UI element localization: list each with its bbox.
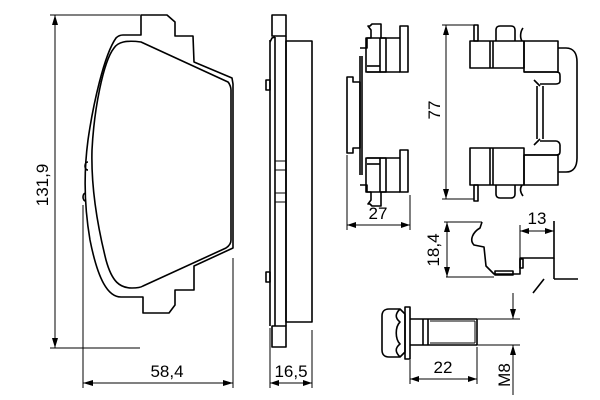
clip-profile-detail: [444, 221, 578, 294]
dimension-clip-height: 77: [425, 24, 474, 200]
label-pad-height: 131,9: [33, 164, 52, 207]
label-bolt-length: 22: [434, 358, 453, 377]
clip-side-view: [346, 23, 409, 207]
label-bolt-thread: M8: [495, 363, 514, 387]
label-clip-profile-width: 13: [528, 209, 547, 228]
label-pad-thickness: 16,5: [274, 362, 307, 381]
pad-side-view: [265, 14, 313, 348]
dimension-pad-thickness: 16,5: [269, 328, 313, 388]
dimension-clip-depth: 27: [346, 155, 411, 230]
dimension-pad-width: 58,4: [82, 205, 234, 388]
label-clip-profile-height: 18,4: [424, 233, 443, 266]
dimension-bolt-length: 22: [409, 347, 478, 384]
dimension-clip-profile-width: 13: [519, 209, 555, 258]
label-pad-width: 58,4: [150, 362, 183, 381]
label-clip-height: 77: [425, 101, 444, 120]
label-clip-depth: 27: [369, 204, 388, 223]
clip-front-view: [469, 24, 578, 202]
bolt: [381, 306, 478, 360]
dimension-bolt-thread: M8: [477, 293, 520, 395]
dimension-pad-height: 131,9: [33, 14, 140, 349]
dimension-clip-profile-height: 18,4: [424, 222, 494, 278]
pad-front-view: [82, 14, 234, 314]
